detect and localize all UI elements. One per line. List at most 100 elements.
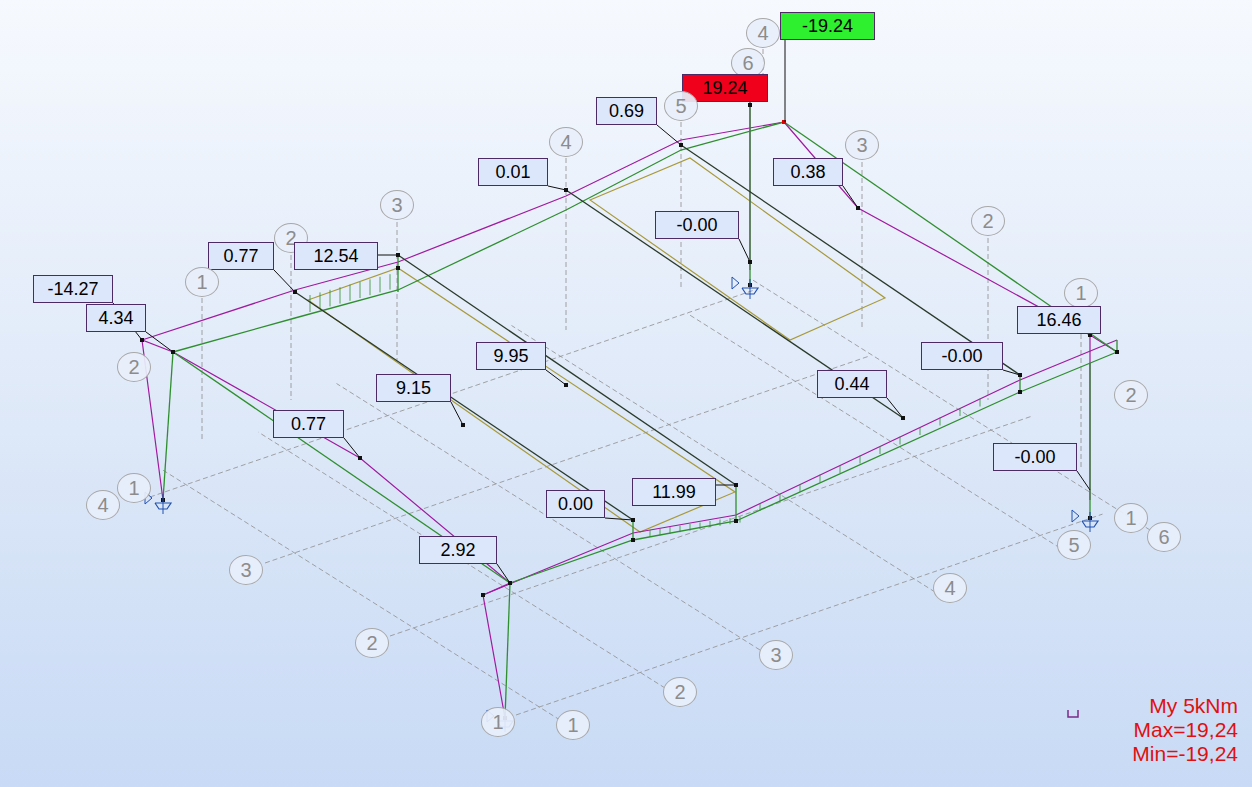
grid-number: 1 — [1075, 282, 1086, 305]
frame-member — [681, 145, 1020, 375]
leader-line — [605, 518, 633, 520]
grid-number: 3 — [770, 644, 781, 667]
hatch-tick — [980, 399, 981, 407]
leader-line — [739, 239, 750, 262]
leader-line — [716, 485, 736, 486]
extreme-value: Max=19,24 — [1134, 718, 1239, 742]
extreme-value: Min=-19,24 — [1132, 742, 1238, 766]
grid-number: 6 — [742, 52, 753, 75]
moment-value: 2.92 — [440, 540, 475, 561]
grid-line — [291, 255, 292, 400]
value-label: 0.77 — [208, 242, 274, 270]
leader-line — [497, 564, 510, 583]
panel-outline — [308, 268, 735, 532]
moment-value: -0.00 — [1014, 447, 1055, 468]
value-label: 0.44 — [817, 370, 887, 398]
grid-line — [566, 158, 567, 330]
grid-bubble: 2 — [1114, 380, 1148, 410]
leader-line — [451, 402, 463, 425]
grid-bubble: 3 — [229, 555, 263, 585]
grid-number: 5 — [1068, 534, 1079, 557]
moment-diagram — [142, 105, 1117, 718]
frame-member — [510, 352, 1117, 583]
frame-member — [295, 292, 633, 520]
moment-line — [1090, 335, 1117, 500]
hatch-tick — [370, 279, 371, 295]
frame-member — [398, 255, 736, 485]
value-label: 12.54 — [294, 242, 378, 270]
grid-bubble: 1 — [481, 707, 515, 737]
grid-number: 3 — [856, 134, 867, 157]
node-point — [631, 538, 635, 542]
frame-member — [1019, 375, 1020, 392]
value-label: 4.34 — [86, 304, 146, 332]
hatch-tick — [360, 282, 361, 298]
grid-bubble: 2 — [355, 628, 389, 658]
grid-number: 1 — [196, 271, 207, 294]
moment-value: 0.38 — [790, 162, 825, 183]
grid-bubble: 2 — [117, 352, 151, 382]
grid-number: 1 — [567, 714, 578, 737]
support-symbol — [1072, 510, 1098, 532]
node-point — [748, 103, 752, 107]
grid-bubble: 1 — [185, 267, 219, 297]
moment-value: -0.00 — [676, 215, 717, 236]
moment-value: 0.01 — [495, 162, 530, 183]
leader-line — [1090, 334, 1091, 335]
moment-value: 19.24 — [702, 78, 747, 99]
hatch-tick — [330, 290, 331, 307]
support-axis — [163, 494, 164, 514]
grid-bubble: 4 — [933, 573, 967, 603]
value-label: 2.92 — [419, 536, 497, 564]
frame-member — [735, 485, 736, 521]
hatch-tick — [350, 285, 351, 301]
value-label: -0.00 — [655, 211, 739, 239]
leader-line — [843, 186, 858, 208]
value-label: 11.99 — [632, 478, 716, 506]
hatch-tick — [730, 518, 731, 524]
grid-line — [258, 432, 665, 688]
value-label: 0.38 — [773, 158, 843, 186]
moment-value: -14.27 — [47, 279, 98, 300]
value-label: 9.15 — [376, 374, 451, 402]
grid-line — [681, 122, 682, 290]
support-symbol — [732, 277, 758, 299]
hatch-tick — [650, 530, 651, 537]
panel-outline — [590, 158, 885, 340]
grid-number: 2 — [1125, 384, 1136, 407]
node-point — [396, 266, 400, 270]
hatch-tick — [310, 295, 311, 312]
hatch-tick — [720, 520, 721, 526]
grid-bubble: 3 — [380, 190, 414, 220]
grid-number: 6 — [1158, 526, 1169, 549]
moment-value: 0.77 — [291, 414, 326, 435]
grid-bubble: 1 — [1064, 278, 1098, 308]
supports — [145, 277, 1098, 732]
grid-bubble: 1 — [556, 710, 590, 740]
hatch-tick — [860, 456, 861, 464]
grid-bubble: 2 — [971, 206, 1005, 236]
moment-value: 0.77 — [223, 246, 258, 267]
legend-marker — [1068, 710, 1078, 717]
grid-number: 1 — [128, 477, 139, 500]
grid-number: 2 — [674, 681, 685, 704]
grid-line — [687, 313, 1060, 548]
leader-line — [1003, 370, 1020, 375]
grid-number: 4 — [97, 494, 108, 517]
grid-number: 2 — [128, 356, 139, 379]
hatch-tick — [960, 408, 961, 416]
moment-value: 16.46 — [1036, 310, 1081, 331]
grid-number: 3 — [391, 194, 402, 217]
moment-line — [173, 352, 510, 583]
grid-bubble: 5 — [1057, 530, 1091, 560]
hatch-tick — [940, 418, 941, 426]
moment-value: 9.15 — [396, 378, 431, 399]
frame-members — [140, 103, 1119, 720]
grid-bubble: 5 — [664, 91, 698, 121]
frame-member — [163, 352, 173, 500]
hatch-tick — [900, 437, 901, 445]
frame-member — [173, 122, 784, 352]
leader-line — [887, 398, 903, 418]
value-label: 0.69 — [596, 97, 657, 125]
